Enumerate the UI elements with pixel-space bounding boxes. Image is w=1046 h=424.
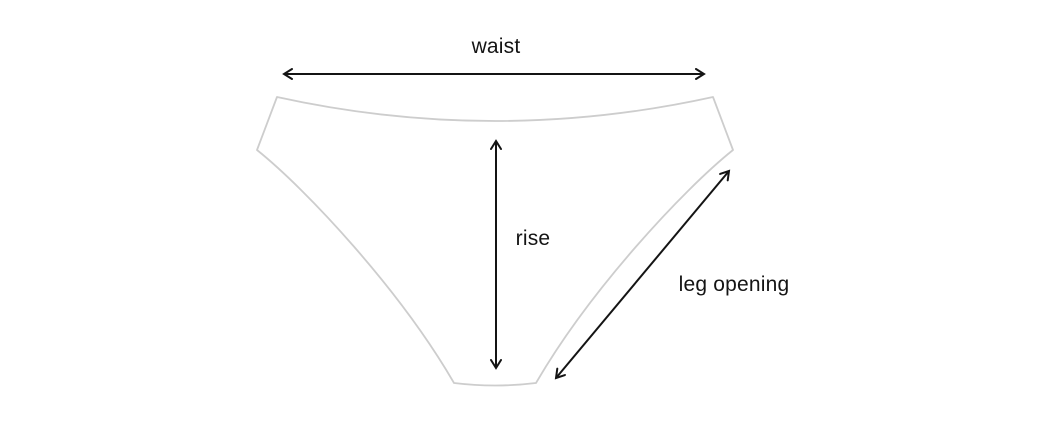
waist-label: waist (471, 35, 521, 58)
rise-label: rise (515, 227, 551, 250)
leg-opening-label: leg opening (678, 273, 790, 296)
leg-opening-arrow (554, 169, 731, 380)
